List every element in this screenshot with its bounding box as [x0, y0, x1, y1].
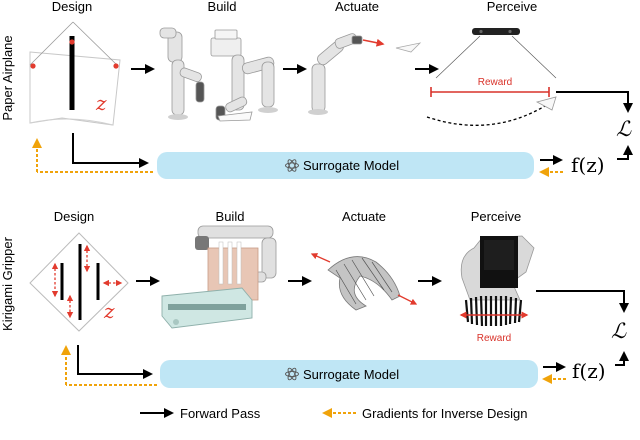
- row1-camera-image: [472, 28, 520, 35]
- row2-design-var: z: [103, 299, 115, 323]
- row2-fz-label: f(z): [572, 359, 606, 383]
- row1-design-sheet: z: [29, 21, 121, 126]
- row1-actuate-throw-arrow: [362, 38, 385, 47]
- row1-design-var: z: [95, 91, 107, 115]
- row2-build-cutter-image: [161, 225, 277, 329]
- row2-stage-perceive: Perceive: [471, 209, 522, 224]
- legend: Forward Pass Gradients for Inverse Desig…: [140, 406, 527, 421]
- row1-side-label: Paper Airplane: [0, 35, 15, 120]
- row1-stage-perceive: Perceive: [487, 0, 538, 14]
- row2-arrow-perceive-loss: [536, 290, 629, 313]
- row2-side-label: Kirigami Gripper: [0, 236, 15, 331]
- row1-stage-build: Build: [208, 0, 237, 14]
- row1-surrogate-label: Surrogate Model: [303, 158, 399, 173]
- row2-arrow-fz-loss: [615, 351, 629, 366]
- row1-reward-label: Reward: [478, 77, 512, 88]
- row1-forward-to-surrogate: [72, 133, 149, 168]
- row1-arrow-fz-loss: [617, 145, 633, 160]
- row2-stage-build: Build: [216, 209, 245, 224]
- row2-stage-actuate: Actuate: [342, 209, 386, 224]
- loss-symbol-2: ℒ: [611, 319, 627, 343]
- row2-actuate-gripper-image: [310, 253, 418, 311]
- loss-symbol-1: ℒ: [616, 117, 632, 141]
- row2-surrogate-label: Surrogate Model: [303, 367, 399, 382]
- row1-flight-trajectory: [426, 105, 546, 126]
- row1-perceive-scene: Reward: [426, 28, 557, 126]
- row2-design-sheet: z: [29, 232, 129, 332]
- row1-airplane-flying-image: [395, 42, 422, 53]
- row2-forward-to-surrogate: [77, 345, 153, 379]
- row1-fz-label: f(z): [571, 153, 605, 177]
- row1-actuate-robot-image: [308, 33, 363, 115]
- row2-perceive-scene: Reward: [459, 235, 535, 344]
- row1-stage-design: Design: [52, 0, 92, 14]
- row2-surrogate-model-box: [160, 360, 538, 388]
- legend-forward-label: Forward Pass: [180, 406, 261, 421]
- row2-surrogate-ai-icon: [285, 367, 299, 381]
- row2-reward-label: Reward: [477, 333, 511, 344]
- row2-kirigami-fins: [464, 295, 523, 327]
- row1-arrow-perceive-loss: [556, 91, 633, 113]
- row1-landed-airplane-image: [535, 96, 557, 111]
- row1-surrogate-model-box: [157, 152, 534, 179]
- row1-build-robots-image: [159, 27, 278, 122]
- legend-gradient-label: Gradients for Inverse Design: [362, 406, 527, 421]
- row1-stage-actuate: Actuate: [335, 0, 379, 14]
- row2-stage-design: Design: [54, 209, 94, 224]
